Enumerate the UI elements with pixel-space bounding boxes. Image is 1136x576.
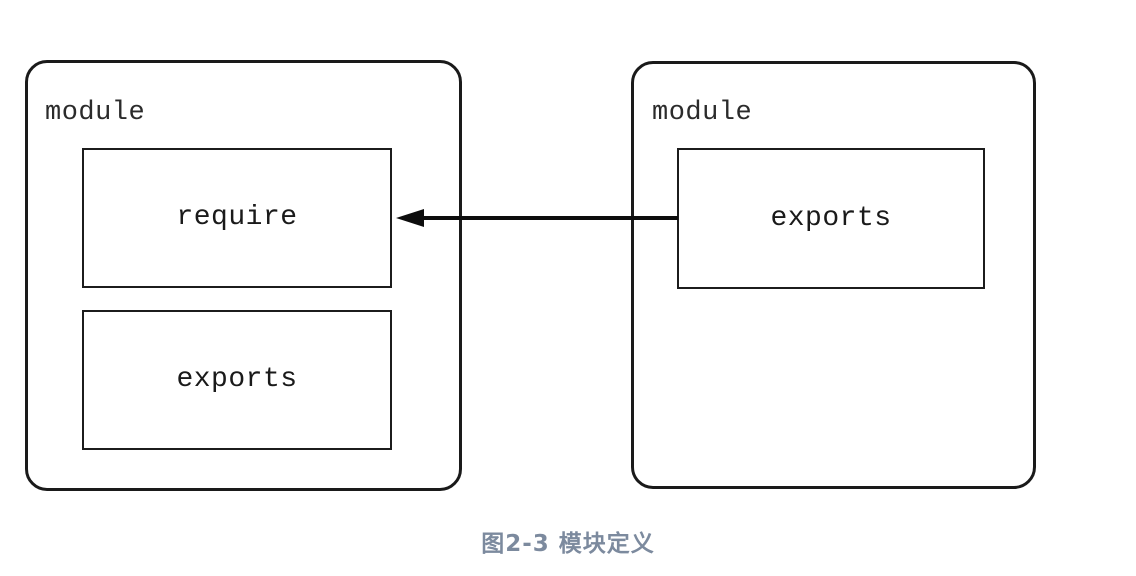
member-box-exports-right: exports [677,148,985,289]
figure-caption: 图2-3 模块定义 [481,531,655,557]
member-label-exports-left: exports [176,364,298,395]
module-label-left: module [45,98,146,128]
module-label-right: module [652,98,753,128]
member-box-exports-left: exports [82,310,392,450]
member-label-require: require [176,202,298,233]
member-box-require: require [82,148,392,288]
member-label-exports-right: exports [770,202,892,234]
